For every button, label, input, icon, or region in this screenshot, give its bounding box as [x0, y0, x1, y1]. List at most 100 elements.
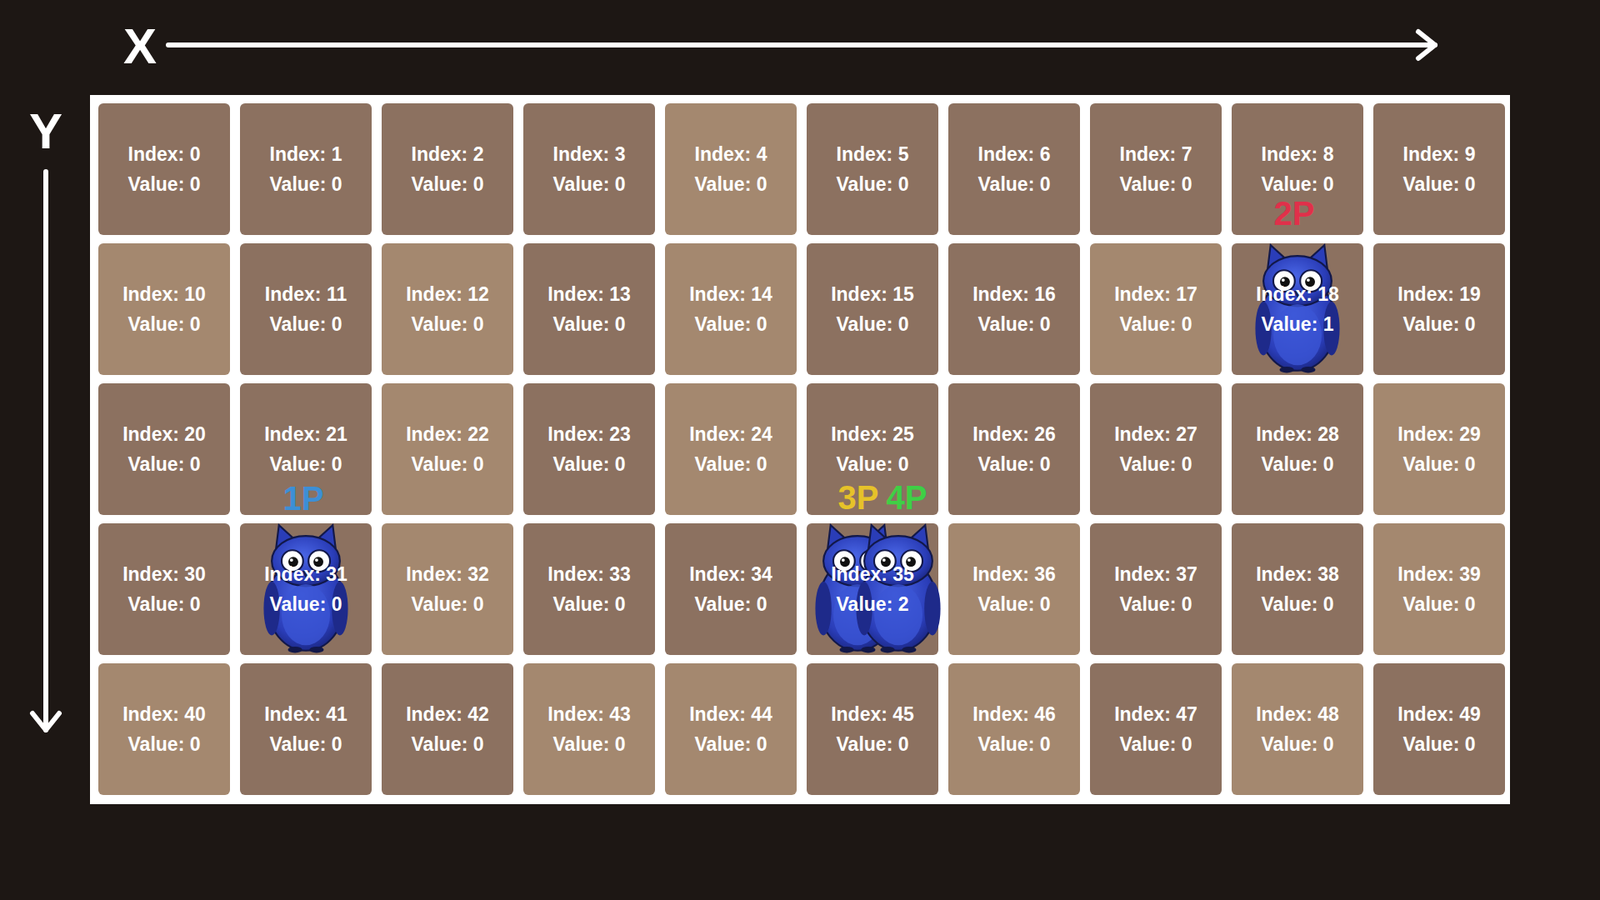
grid-cell: Index: 44Value: 0 [665, 663, 797, 795]
cell-value: Value: 0 [1120, 589, 1193, 620]
cell-value: Value: 0 [1403, 449, 1476, 480]
grid-cell: Index: 16Value: 0 [948, 243, 1080, 375]
cell-index: Index: 40 [122, 699, 206, 730]
y-axis-arrow [43, 171, 49, 730]
cell-value: Value: 0 [836, 169, 910, 200]
grid-cell: Index: 18Value: 1 [1231, 243, 1364, 375]
cell-value: Value: 0 [411, 729, 485, 760]
cell-value: Value: 0 [695, 309, 768, 340]
owl-player-4 [855, 525, 940, 653]
grid-cell: Index: 36Value: 0 [948, 523, 1080, 655]
cell-value: Value: 0 [978, 589, 1051, 620]
owl-player-1 [263, 525, 348, 653]
cell-index: Index: 48 [1255, 699, 1340, 730]
grid-cell: Index: 23Value: 0 [523, 383, 655, 515]
grid-cell: Index: 3Value: 0 [523, 103, 655, 235]
grid-cell: Index: 24Value: 0 [665, 383, 797, 515]
cell-index: Index: 13 [547, 279, 631, 310]
cell-value: Value: 0 [1403, 729, 1476, 760]
cell-index: Index: 9 [1403, 139, 1476, 170]
cell-value: Value: 0 [836, 449, 910, 480]
grid-cell: Index: 31Value: 0 [240, 523, 372, 655]
grid-cell: Index: 10Value: 0 [98, 243, 230, 375]
cell-value: Value: 0 [270, 589, 343, 620]
cell-value: Value: 0 [978, 169, 1051, 200]
cell-index: Index: 2 [411, 139, 485, 170]
grid-cell: Index: 32Value: 0 [381, 523, 514, 655]
cell-index: Index: 7 [1120, 139, 1193, 170]
cell-index: Index: 34 [689, 559, 773, 590]
cell-value: Value: 0 [1120, 169, 1193, 200]
grid-cell: Index: 30Value: 0 [98, 523, 230, 655]
cell-value: Value: 0 [553, 729, 626, 760]
cell-index: Index: 31 [264, 559, 348, 590]
cell-index: Index: 39 [1397, 559, 1481, 590]
cell-index: Index: 4 [695, 139, 768, 170]
grid-cell: Index: 2Value: 0 [381, 103, 514, 235]
cell-value: Value: 0 [1120, 729, 1193, 760]
cell-index: Index: 32 [405, 559, 490, 590]
cell-value: Value: 0 [411, 309, 485, 340]
cell-value: Value: 0 [128, 449, 201, 480]
cell-index: Index: 17 [1114, 279, 1198, 310]
grid-cell: Index: 46Value: 0 [948, 663, 1080, 795]
grid-cell: Index: 43Value: 0 [523, 663, 655, 795]
cell-value: Value: 0 [1403, 169, 1476, 200]
cell-index: Index: 24 [689, 419, 773, 450]
cell-value: Value: 0 [1403, 309, 1476, 340]
grid-cell: Index: 49Value: 0 [1373, 663, 1505, 795]
cell-index: Index: 30 [122, 559, 206, 590]
cell-value: Value: 0 [836, 729, 910, 760]
cell-value: Value: 1 [1261, 309, 1335, 340]
cell-index: Index: 26 [972, 419, 1056, 450]
cell-value: Value: 0 [1261, 589, 1335, 620]
cell-value: Value: 0 [128, 729, 201, 760]
cell-index: Index: 49 [1397, 699, 1481, 730]
grid-cell: Index: 5Value: 0 [806, 103, 939, 235]
grid-cell: Index: 38Value: 0 [1231, 523, 1364, 655]
y-arrow-head [32, 713, 60, 730]
cell-value: Value: 0 [978, 309, 1051, 340]
grid-cell: Index: 28Value: 0 [1231, 383, 1364, 515]
cell-value: Value: 0 [695, 449, 768, 480]
cell-value: Value: 0 [553, 169, 626, 200]
cell-index: Index: 25 [830, 419, 915, 450]
cell-index: Index: 20 [122, 419, 206, 450]
grid-cell: Index: 11Value: 0 [240, 243, 372, 375]
cell-index: Index: 0 [128, 139, 201, 170]
grid-cell: Index: 42Value: 0 [381, 663, 514, 795]
grid-cell: Index: 39Value: 0 [1373, 523, 1505, 655]
cell-value: Value: 0 [553, 309, 626, 340]
cell-value: Value: 0 [411, 589, 485, 620]
owl-player-3 [815, 525, 900, 653]
cell-index: Index: 8 [1261, 139, 1335, 170]
grid-cell: Index: 17Value: 0 [1090, 243, 1222, 375]
cell-value: Value: 0 [1261, 729, 1335, 760]
cell-value: Value: 0 [695, 729, 768, 760]
axis-label: Y [29, 106, 63, 157]
cell-index: Index: 29 [1397, 419, 1481, 450]
cell-value: Value: 0 [1261, 449, 1335, 480]
cell-index: Index: 42 [405, 699, 490, 730]
grid-cell: Index: 14Value: 0 [665, 243, 797, 375]
cell-index: Index: 36 [972, 559, 1056, 590]
grid-cell: Index: 45Value: 0 [806, 663, 939, 795]
cell-value: Value: 0 [1120, 309, 1193, 340]
cell-value: Value: 0 [270, 169, 343, 200]
cell-value: Value: 0 [270, 449, 343, 480]
cell-index: Index: 37 [1114, 559, 1198, 590]
x-arrow-head [1418, 31, 1435, 59]
cell-index: Index: 14 [689, 279, 773, 310]
cell-value: Value: 0 [270, 729, 343, 760]
cell-index: Index: 3 [553, 139, 626, 170]
cell-index: Index: 33 [547, 559, 631, 590]
player-tag: 3P [838, 480, 880, 515]
grid-cell: Index: 29Value: 0 [1373, 383, 1505, 515]
axis-label: X [123, 21, 157, 72]
cell-value: Value: 0 [553, 449, 626, 480]
grid-cell: Index: 1Value: 0 [240, 103, 372, 235]
grid-cell: Index: 9Value: 0 [1373, 103, 1505, 235]
grid-cell: Index: 26Value: 0 [948, 383, 1080, 515]
cell-index: Index: 47 [1114, 699, 1198, 730]
